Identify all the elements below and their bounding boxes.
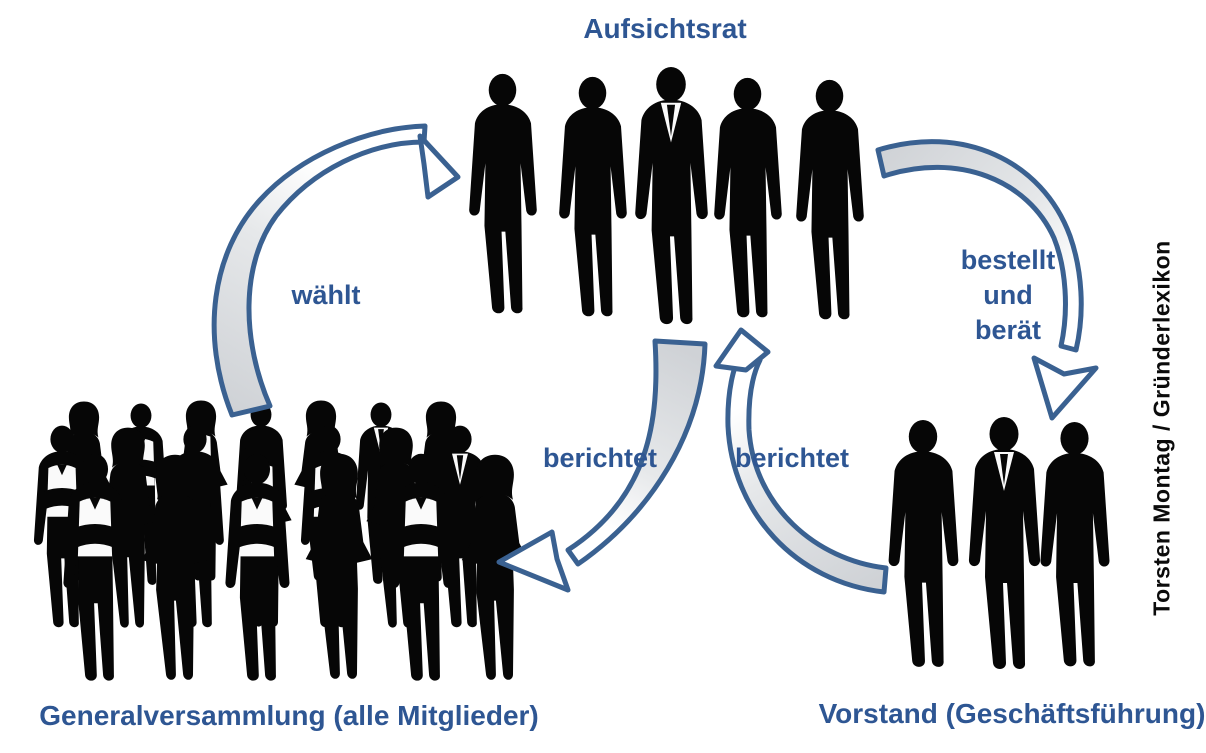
arrowhead-icon [713, 327, 771, 373]
person-silhouette [635, 67, 708, 324]
edge-label-berichtet-left: berichtet [542, 443, 658, 473]
generalversammlung-silhouettes [34, 400, 529, 680]
arrowhead-icon [1031, 355, 1099, 421]
edge-label-berichtet-right: berichtet [734, 443, 850, 473]
edge-label-line: bestellt [960, 245, 1056, 275]
bestellt-arrow [875, 139, 1099, 421]
aufsichtsrat-silhouettes [469, 67, 864, 324]
person-silhouette [969, 417, 1040, 669]
edge-label-line: und [983, 280, 1033, 310]
person-silhouette [469, 73, 537, 314]
vorstand-silhouettes [888, 417, 1110, 669]
waehlt-arrow [211, 123, 461, 418]
person-silhouette [559, 76, 627, 317]
edge-label-bestellt-und-beraet: bestellt und berät [961, 243, 1056, 348]
node-label-aufsichtsrat: Aufsichtsrat [583, 13, 747, 44]
edge-label-waehlt: wählt [291, 280, 361, 310]
berichtet-arrow-left [496, 338, 708, 593]
arrowhead-icon [417, 133, 461, 200]
berichtet-arrow-right [713, 327, 889, 595]
credit-text: Torsten Montag / Gründerlexikon [1148, 240, 1175, 616]
person-silhouette [888, 419, 959, 667]
edge-label-line: berät [974, 315, 1042, 345]
arrowhead-icon [496, 529, 571, 593]
node-label-generalversammlung: Generalversammlung (alle Mitglieder) [39, 700, 539, 731]
person-silhouette [1040, 421, 1110, 667]
node-label-vorstand: Vorstand (Geschäftsführung) [818, 698, 1206, 729]
person-silhouette [714, 77, 782, 318]
person-silhouette [796, 79, 864, 320]
